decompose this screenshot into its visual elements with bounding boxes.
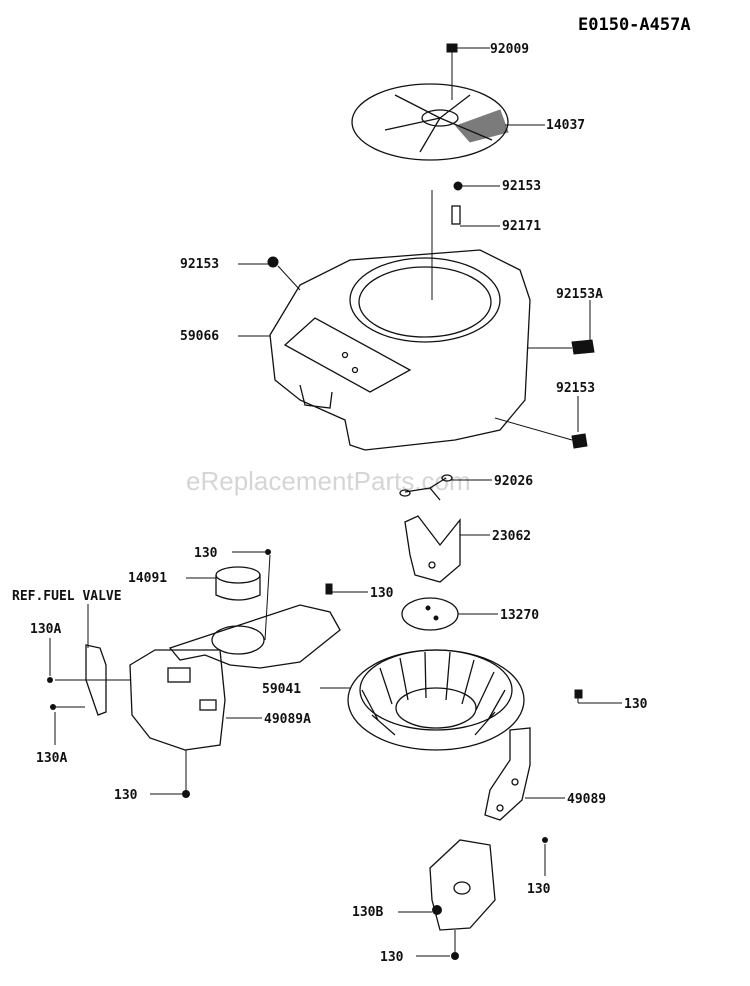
bolt-92153-right-part	[494, 417, 588, 449]
screw-92153A-part	[527, 339, 595, 355]
bolt-92153-left-part	[267, 256, 301, 291]
baffle-49089-part	[484, 727, 531, 821]
bolt-92009-part	[446, 43, 458, 100]
plate-13270-part	[401, 597, 459, 631]
watermark: eReplacementParts.com	[186, 466, 471, 496]
label-92171: 92171	[502, 219, 541, 234]
label-130B: 130B	[352, 905, 383, 920]
label-14091: 14091	[128, 571, 167, 586]
blower-housing-part	[269, 190, 531, 451]
label-130-b: 130	[370, 586, 394, 601]
wire-92026-part	[399, 474, 453, 501]
label-92009: 92009	[490, 42, 529, 57]
label-59066: 59066	[180, 329, 219, 344]
label-130-a: 130	[194, 546, 218, 561]
diagram-code: E0150-A457A	[578, 15, 691, 35]
cover-49089A-part	[129, 649, 226, 792]
label-59041: 59041	[262, 682, 301, 697]
fuel-valve-bracket-part	[55, 644, 130, 716]
label-130-f: 130	[380, 950, 404, 965]
label-92153A: 92153A	[556, 287, 603, 302]
label-49089A: 49089A	[264, 712, 311, 727]
ref-fuel-valve-label: REF.FUEL VALVE	[12, 589, 122, 604]
flywheel-part	[347, 649, 525, 751]
label-13270: 13270	[500, 608, 539, 623]
ring-14091-part	[215, 566, 261, 601]
bracket-23062-part	[404, 515, 461, 583]
label-23062: 23062	[492, 529, 531, 544]
label-130A-top: 130A	[30, 622, 61, 637]
fan-screen-part	[351, 83, 509, 161]
shroud-lower-part	[429, 839, 496, 955]
label-130-e: 130	[527, 882, 551, 897]
label-92153-right: 92153	[556, 381, 595, 396]
label-92153-top: 92153	[502, 179, 541, 194]
label-130-d: 130	[114, 788, 138, 803]
label-92026: 92026	[494, 474, 533, 489]
bolt-92153-top-part	[451, 181, 463, 225]
label-49089: 49089	[567, 792, 606, 807]
label-130A-bottom: 130A	[36, 751, 67, 766]
label-130-c: 130	[624, 697, 648, 712]
bracket-plate-part	[168, 554, 341, 669]
label-14037: 14037	[546, 118, 585, 133]
label-92153-left: 92153	[180, 257, 219, 272]
